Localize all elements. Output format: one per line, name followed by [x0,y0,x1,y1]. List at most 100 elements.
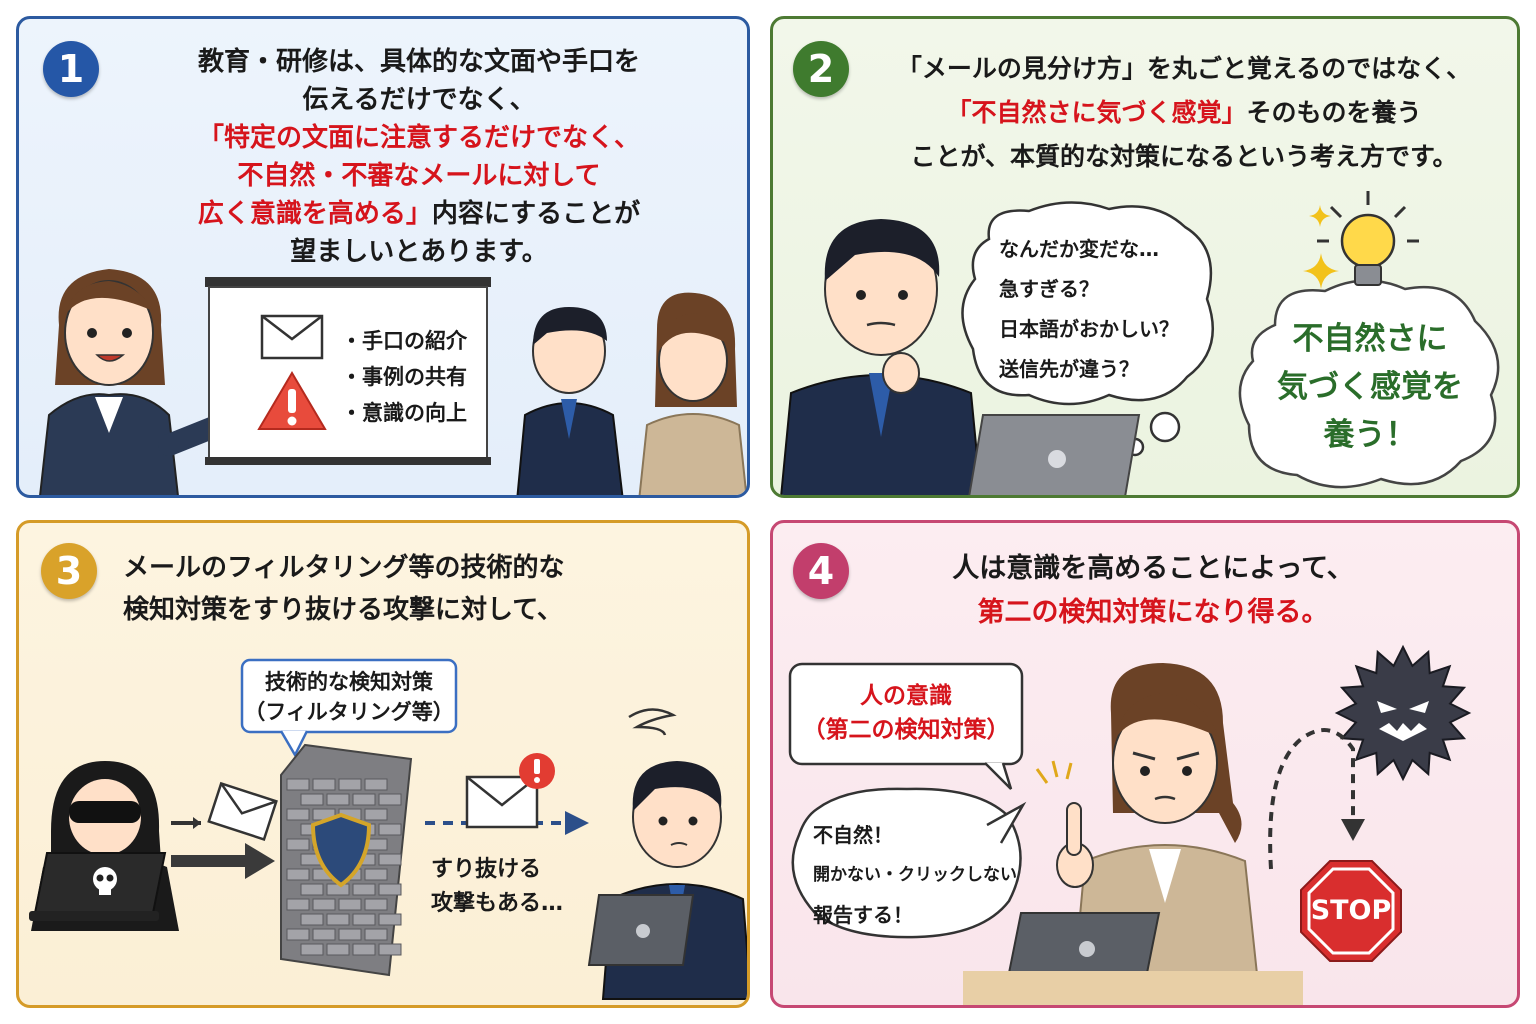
brick [364,928,388,941]
idea-line: 気づく感覚を [1277,369,1463,405]
panel-2-line-1: 「メールの見分け方」を丸ごと覚えるのではなく、 [896,54,1472,83]
awareness-callout-line: （第二の検知対策） [802,717,1010,743]
awareness-callout-text: 人の意識 （第二の検知対策） [789,679,1023,747]
panel-1-line-3: 「特定の文面に注意するだけでなく、 [197,123,640,153]
virus-icon [1334,644,1472,782]
speech-text: 不自然！ 開かない・クリックしない 報告する！ [813,815,1017,935]
panel-3-line-1: メールのフィルタリング等の技術的な [123,553,565,583]
brick [378,913,402,926]
speech-line: 報告する！ [813,903,913,927]
bypass-text: すり抜ける 攻撃もある… [431,853,563,921]
panel-1-text: 教育・研修は、具体的な文面や手口を 伝えるだけでなく、 「特定の文面に注意するだ… [119,43,719,271]
board-item: ・事例の共有 [341,365,467,389]
sparkle-icon [1303,253,1339,289]
sparkle-icon [1309,205,1331,227]
panel-4-line-1: 人は意識を高めることによって、 [952,553,1354,584]
brick [364,898,388,911]
awareness-callout-box [788,662,1024,790]
panel-1-line-6: 望ましいとあります。 [290,237,548,267]
thought-bubble [961,201,1215,457]
panel-2: 2 「メールの見分け方」を丸ごと覚えるのではなく、 「不自然さに気づく感覚」その… [770,16,1520,498]
panel-1-line-2: 伝えるだけでなく、 [302,85,536,115]
speech-line: 開かない・クリックしない [813,865,1017,885]
filter-callout-box [240,658,458,758]
bypass-line: 攻撃もある… [431,891,564,916]
brick [378,853,402,866]
panel-1: 1 教育・研修は、具体的な文面や手口を 伝えるだけでなく、 「特定の文面に注意す… [16,16,750,498]
brick [378,793,402,806]
brick [312,928,336,941]
panel-4-line-2: 第二の検知対策になり得る。 [977,597,1329,628]
stop-sign-label: STOP [1310,895,1392,926]
bypass-arrow [425,811,589,835]
brick [352,913,376,926]
brick [378,823,402,836]
panel-3-text: メールのフィルタリング等の技術的な 検知対策をすり抜ける攻撃に対して、 [123,547,564,631]
brick [364,808,388,821]
presentation-board [205,277,491,465]
brick [312,898,336,911]
step-badge-1: 1 [43,41,99,97]
brick [352,793,376,806]
laptop-icon [968,414,1141,495]
brick [364,778,388,791]
laptop-skull-icon [29,852,167,921]
panel-3: 3 メールのフィルタリング等の技術的な 検知対策をすり抜ける攻撃に対して、 技術… [16,520,750,1008]
stop-sign-icon [1300,860,1402,962]
idea-line: 不自然さに [1292,321,1448,357]
step-badge-4: 4 [793,543,849,599]
brick [352,943,376,956]
brick [286,868,310,881]
thought-line: 送信先が違う？ [999,357,1139,381]
panel-4: 4 人は意識を高めることによって、 第二の検知対策になり得る。 人の意識 （第二… [770,520,1520,1008]
brick [286,928,310,941]
arrow-right-icon [171,843,275,879]
thought-line: 急すぎる？ [999,277,1099,301]
brick [338,778,362,791]
idea-line: 養う！ [1323,417,1417,453]
idea-text: 不自然さに 気づく感覚を 養う！ [1243,315,1497,459]
brick [300,913,324,926]
thinking-man-illustration [780,219,982,495]
panel-2-line-2-red: 「不自然さに気づく感覚」 [946,98,1247,127]
step-badge-3: 3 [41,543,97,599]
filter-callout-text: 技術的な検知対策 （フィルタリング等） [241,667,457,727]
panel-1-line-5-rest: 内容にすることが [431,199,641,229]
dashed-arrow [1268,728,1365,870]
incoming-mail-icon [171,781,278,841]
step-badge-2: 2 [793,41,849,97]
panel-2-text: 「メールの見分け方」を丸ごと覚えるのではなく、 「不自然さに気づく感覚」そのもの… [859,47,1509,179]
suspicious-mail-icon [465,753,555,829]
brick [286,778,310,791]
brick [300,793,324,806]
panel-2-line-3: ことが、本質的な対策になるという考え方です。 [910,142,1458,171]
panel-1-line-4: 不自然・不審なメールに対して [237,161,601,191]
speech-bubble [791,787,1027,939]
awareness-callout-line: 人の意識 [860,683,952,709]
brick [378,883,402,896]
laptop-icon [587,894,695,966]
lightbulb-icon [1317,191,1419,286]
brick [286,808,310,821]
panel-1-line-1: 教育・研修は、具体的な文面や手口を [197,47,640,77]
speech-line: 不自然！ [813,823,893,847]
thought-text: なんだか変だな… 急すぎる？ 日本語がおかしい？ 送信先が違う？ [999,229,1179,389]
brick [286,898,310,911]
panel-4-text: 人は意識を高めることによって、 第二の検知対策になり得る。 [873,547,1433,635]
desk [963,971,1303,1005]
brick [364,868,388,881]
brick [300,943,324,956]
audience-illustration [516,292,747,495]
brick [300,883,324,896]
brick [286,838,310,851]
panel-2-line-2-rest: そのものを養う [1246,98,1422,127]
bypass-line: すり抜ける [431,857,542,882]
thought-line: 日本語がおかしい？ [999,317,1179,341]
panel-1-line-5-red: 広く意識を高める」 [197,199,432,229]
brick [326,913,350,926]
warning-icon [257,371,327,430]
brick [338,898,362,911]
idea-cloud [1238,279,1500,489]
panel-3-line-2: 検知対策をすり抜ける攻撃に対して、 [123,595,563,625]
board-list: ・手口の紹介 ・事例の共有 ・意識の向上 [341,323,467,431]
